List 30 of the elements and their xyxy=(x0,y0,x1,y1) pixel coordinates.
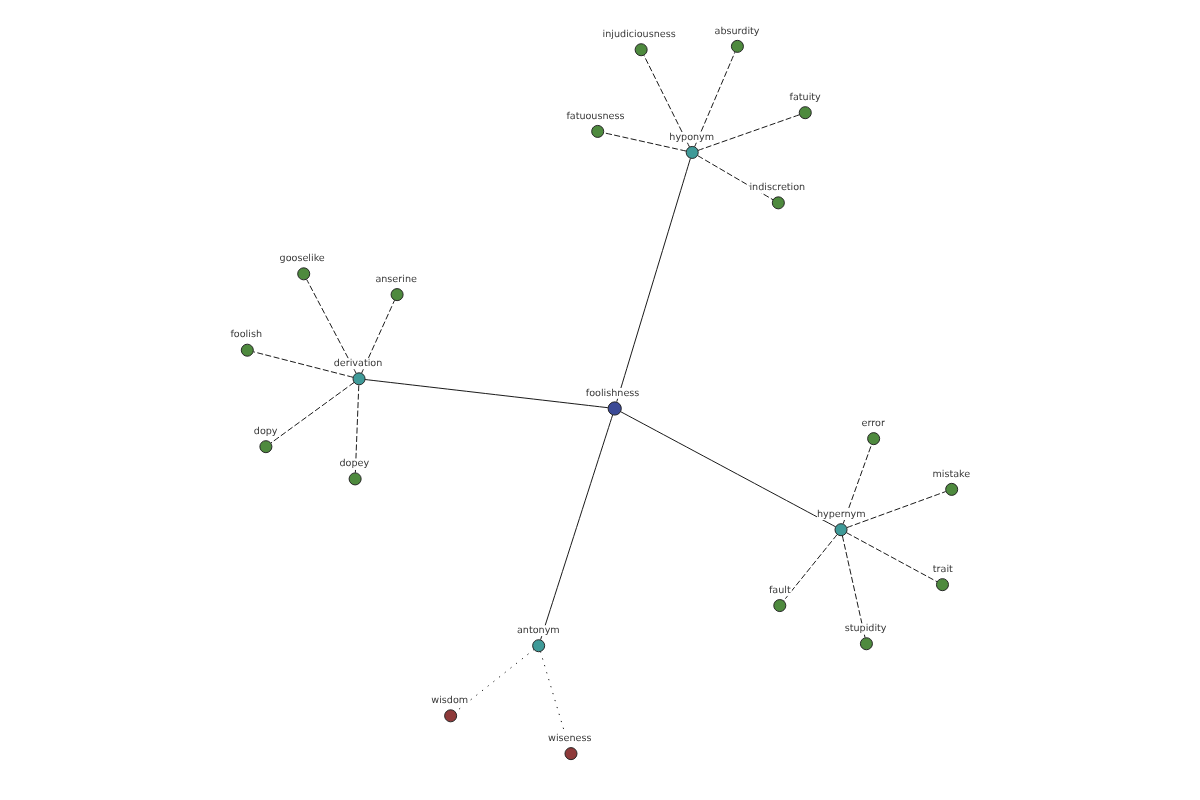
connector xyxy=(539,414,613,641)
connector xyxy=(782,534,837,602)
node-circle xyxy=(239,343,253,357)
node-circle xyxy=(797,106,811,120)
connector xyxy=(840,535,865,639)
connector xyxy=(251,351,353,378)
connector xyxy=(615,158,690,403)
node-circle xyxy=(590,124,604,138)
node-circle xyxy=(389,288,403,302)
connector xyxy=(841,444,871,525)
connector xyxy=(305,279,356,374)
node-circle xyxy=(633,43,647,57)
node-circle xyxy=(296,267,310,281)
node-circle xyxy=(866,432,880,446)
connector xyxy=(696,114,799,151)
connector xyxy=(353,384,359,474)
connector xyxy=(360,299,395,374)
node-circle xyxy=(729,39,743,53)
node-circle xyxy=(934,578,948,592)
node-circle xyxy=(944,482,958,496)
connector xyxy=(453,649,534,713)
connector xyxy=(845,491,946,528)
connector xyxy=(696,155,773,201)
connector xyxy=(602,132,686,152)
connector xyxy=(363,379,608,409)
connector xyxy=(845,532,937,583)
connector xyxy=(693,51,735,148)
connector xyxy=(269,382,354,444)
connector xyxy=(642,54,689,148)
connector xyxy=(619,411,836,528)
